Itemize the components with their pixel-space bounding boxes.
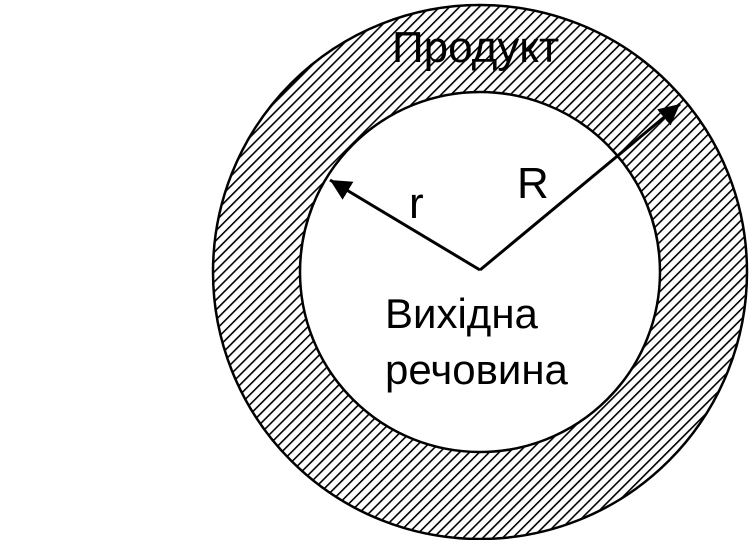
source-label-line2: речовина — [385, 346, 569, 393]
radius-R-label: R — [517, 159, 549, 208]
radius-R-arrow — [479, 102, 681, 272]
product-label: Продукт — [392, 23, 559, 72]
radius-r-arrow — [329, 178, 481, 272]
source-core — [298, 90, 662, 454]
source-label-line1: Вихідна — [385, 290, 539, 337]
radius-r-label: r — [409, 179, 424, 228]
